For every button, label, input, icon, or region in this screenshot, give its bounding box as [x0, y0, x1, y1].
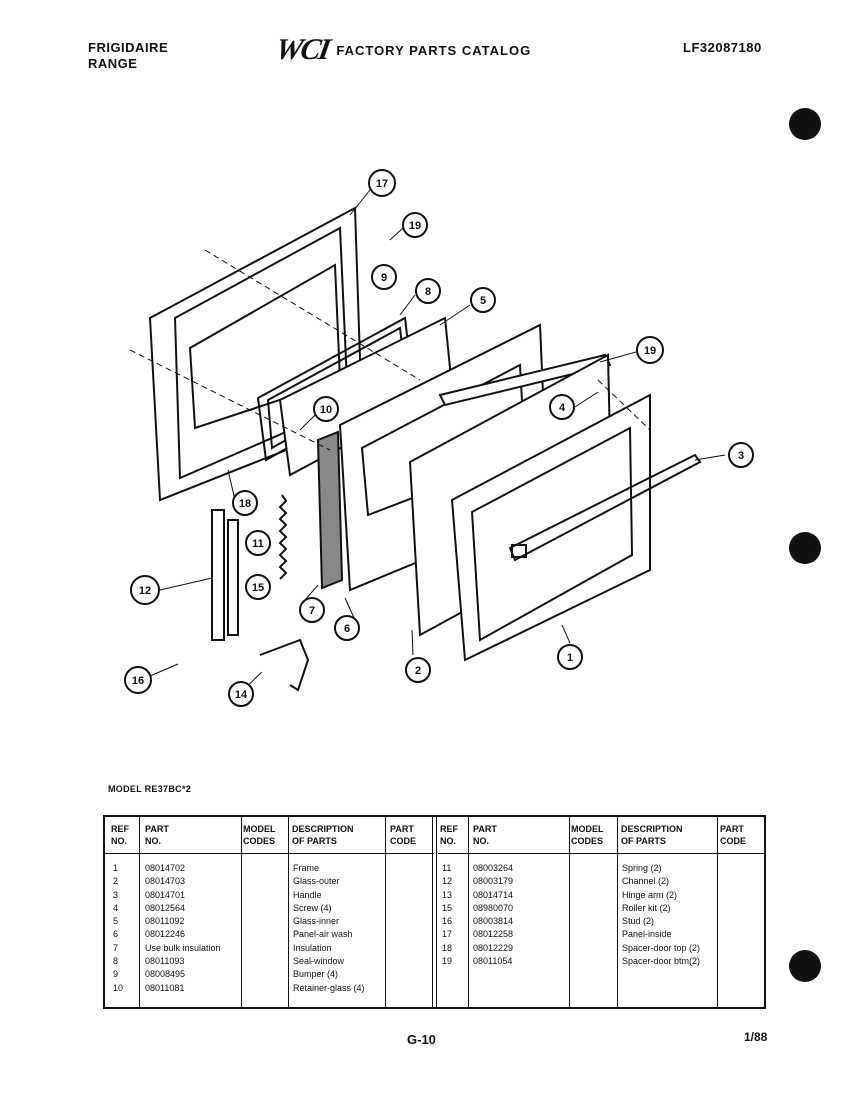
callout-4: 4: [559, 402, 566, 414]
callout-10: 10: [320, 404, 332, 416]
catalog-title-block: WCI FACTORY PARTS CATALOG: [273, 33, 532, 67]
punch-hole-bottom: [789, 950, 821, 982]
callout-2: 2: [415, 665, 421, 677]
callout-15: 15: [252, 582, 264, 594]
callout-8: 8: [425, 286, 431, 298]
callout-5: 5: [480, 295, 486, 307]
product-type: RANGE: [88, 56, 138, 71]
callout-1: 1: [567, 652, 573, 664]
callout-6: 6: [344, 623, 350, 635]
model-line: MODEL RE37BC*2: [108, 784, 192, 794]
callout-17: 17: [376, 178, 388, 190]
revision-date: 1/88: [744, 1030, 768, 1044]
right-desc-column: Spring (2)Channel (2)Hinge arm (2)Roller…: [622, 863, 701, 967]
catalog-title: FACTORY PARTS CATALOG: [336, 42, 532, 58]
punch-hole-top: [789, 108, 821, 140]
callout-9: 9: [381, 272, 387, 284]
callout-7: 7: [309, 605, 315, 617]
brand-block: FRIGIDAIRE RANGE: [88, 40, 168, 72]
callout-12: 12: [139, 585, 151, 597]
callout-14: 14: [235, 689, 248, 701]
callout-3: 3: [738, 450, 744, 462]
brand-name: FRIGIDAIRE: [88, 40, 169, 55]
exploded-door-diagram: 17 19 9 8 5 19 4 3 10 18 11 12 15 7 6 2 …: [124, 169, 754, 707]
callout-11: 11: [252, 538, 264, 550]
callout-19: 19: [644, 345, 656, 357]
callout-18: 18: [239, 498, 251, 510]
callout-19-top: 19: [409, 220, 421, 232]
callout-16: 16: [132, 675, 144, 687]
page-number: G-10: [407, 1032, 436, 1047]
catalog-number: LF32087180: [683, 40, 762, 55]
punch-hole-middle: [789, 532, 821, 564]
